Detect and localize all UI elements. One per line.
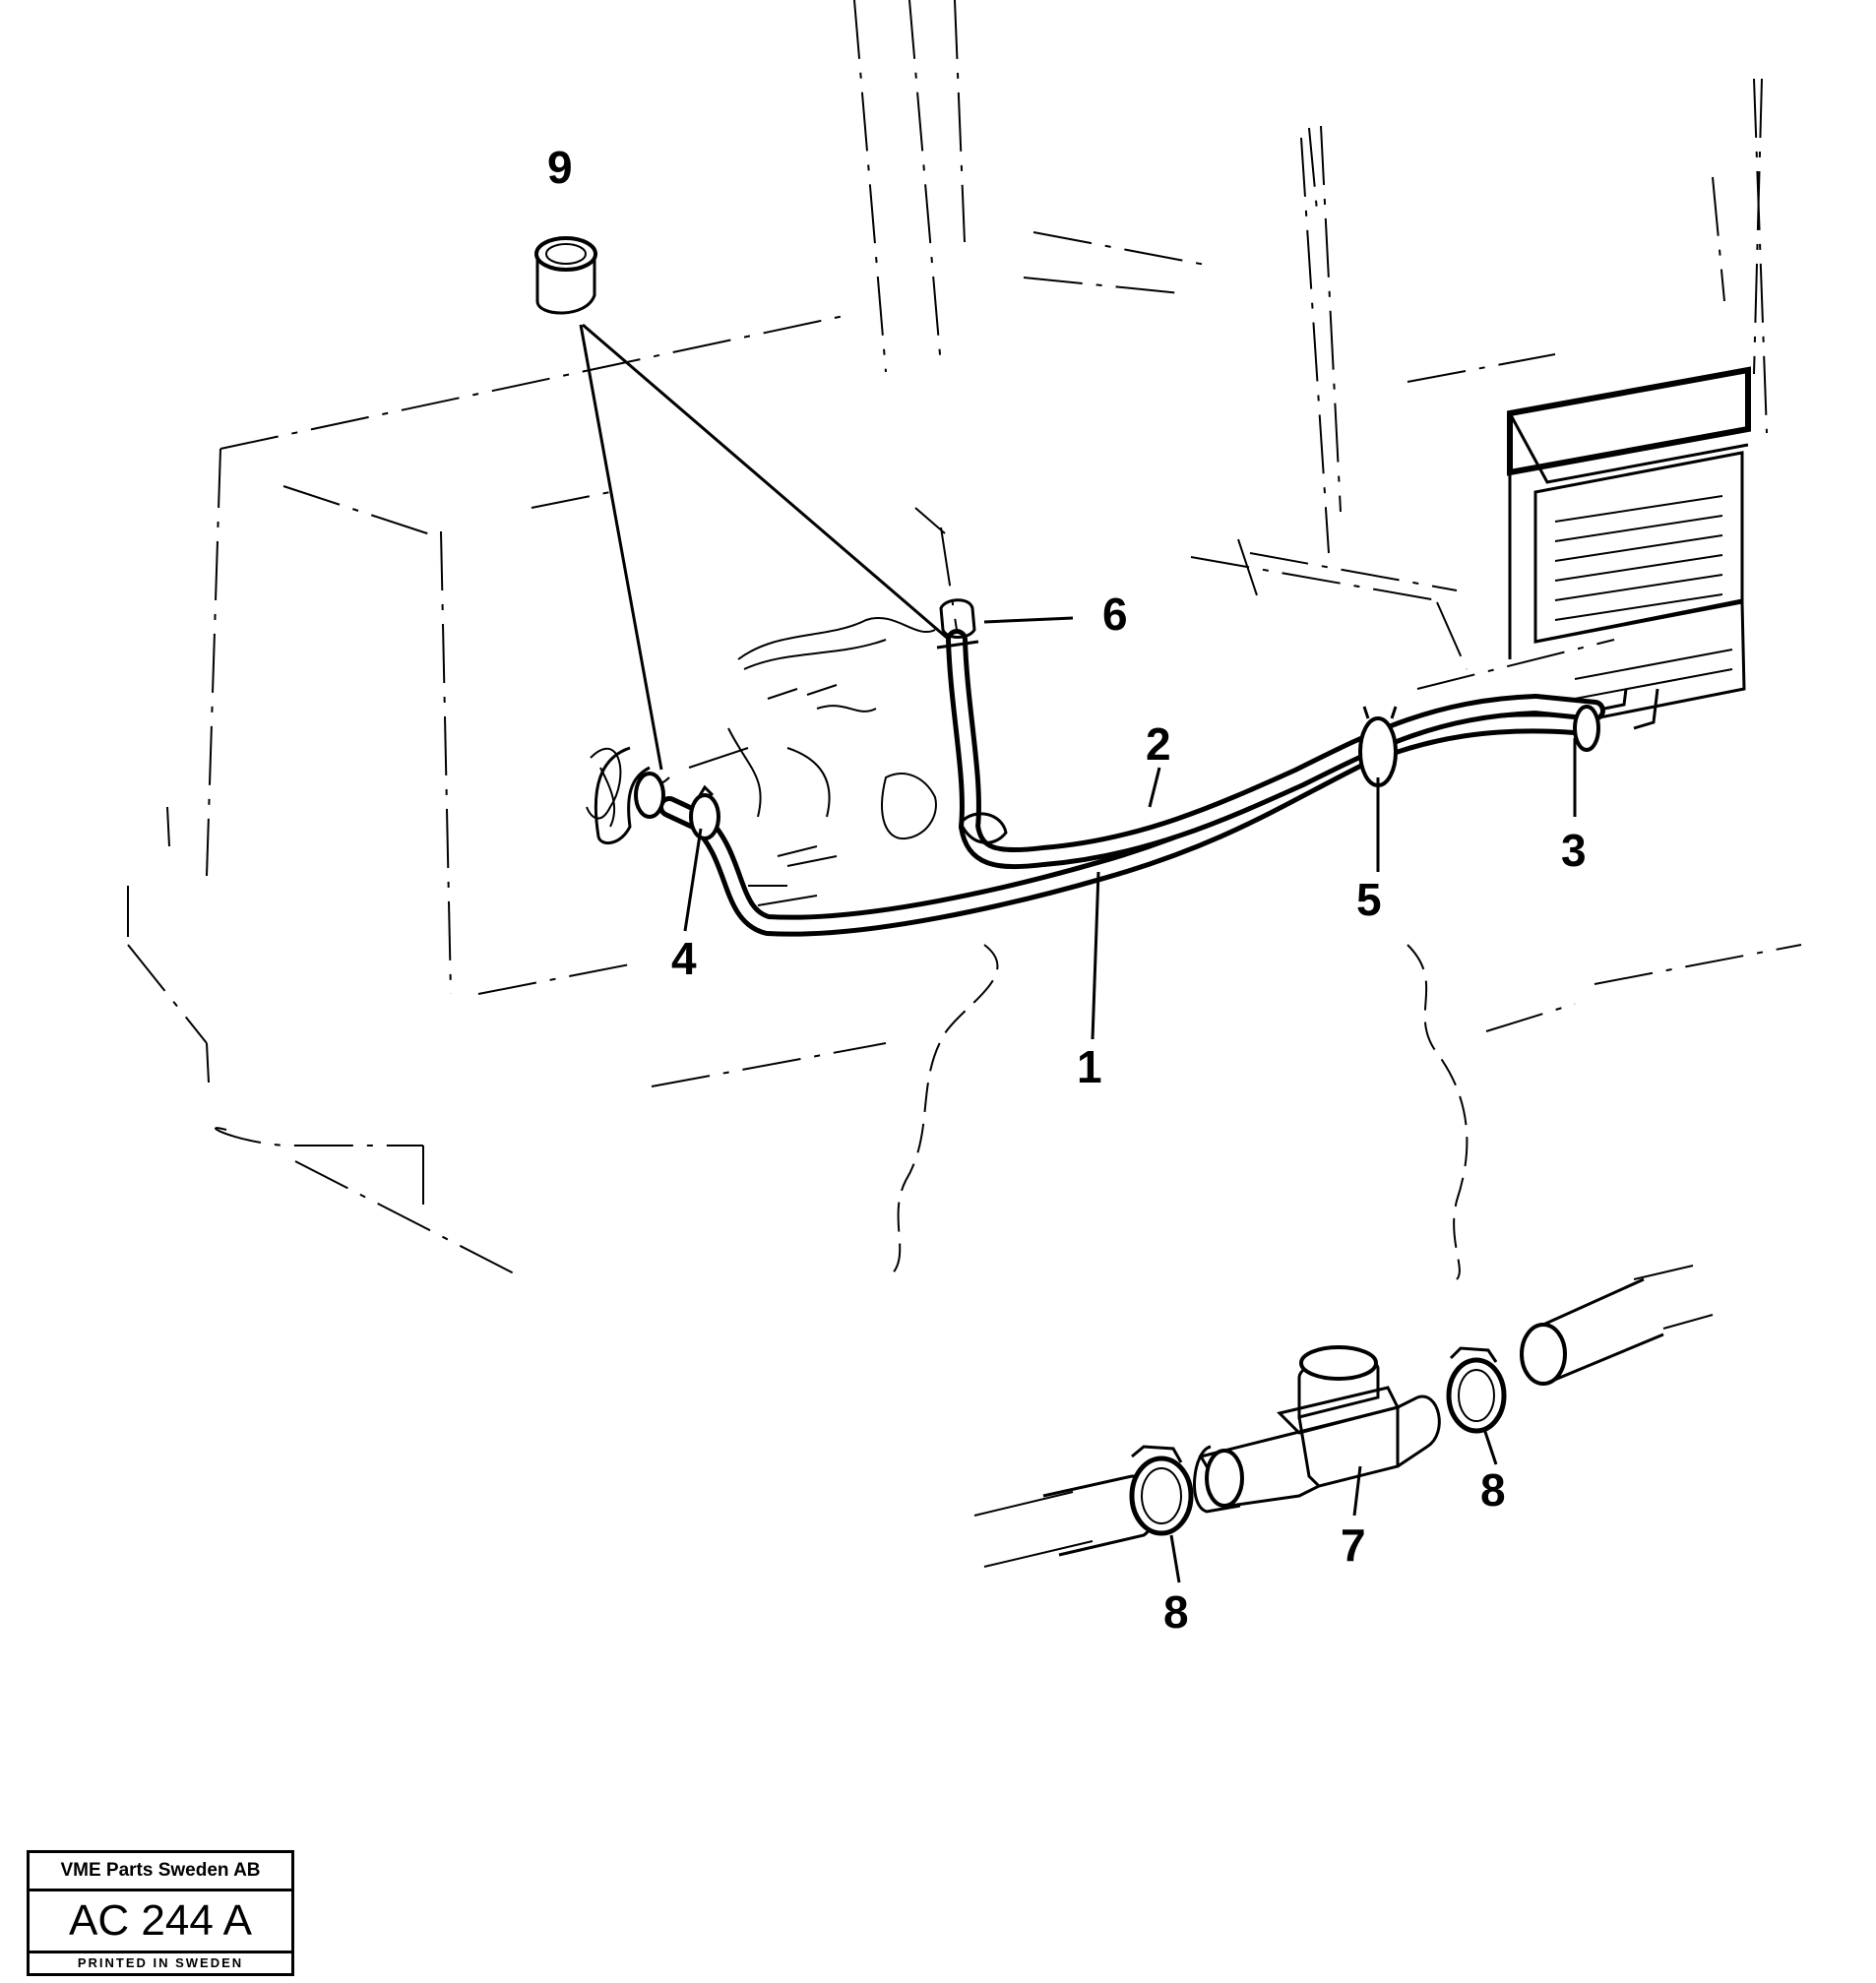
printed-note: PRINTED IN SWEDEN bbox=[77, 1955, 244, 1970]
leader-9a bbox=[579, 324, 663, 771]
hose-1 bbox=[658, 712, 1586, 937]
engine-sketch bbox=[586, 617, 937, 906]
callout-3: 3 bbox=[1561, 825, 1587, 876]
reference-box: VME Parts Sweden AB AC 244 A PRINTED IN … bbox=[27, 1850, 294, 1976]
company-name: VME Parts Sweden AB bbox=[30, 1853, 291, 1891]
fitting-6 bbox=[936, 598, 979, 650]
callout-4: 4 bbox=[671, 933, 697, 984]
clamp-5 bbox=[1358, 706, 1398, 787]
hose-2 bbox=[946, 629, 1605, 870]
machine-outline bbox=[127, 0, 1802, 1280]
clamp-3 bbox=[1573, 688, 1659, 752]
callout-1: 1 bbox=[1077, 1041, 1102, 1092]
callout-8-left: 8 bbox=[1163, 1586, 1189, 1638]
callout-9: 9 bbox=[547, 142, 573, 193]
callout-2: 2 bbox=[1146, 718, 1171, 770]
callout-8-right: 8 bbox=[1480, 1464, 1506, 1516]
clamp-4 bbox=[689, 784, 720, 840]
clamp-mid-2 bbox=[959, 812, 1008, 844]
leaders bbox=[683, 616, 1577, 1583]
callout-5: 5 bbox=[1356, 874, 1382, 925]
diagram-code: AC 244 A bbox=[30, 1891, 291, 1953]
sleeve-9 bbox=[534, 236, 597, 315]
callout-6: 6 bbox=[1102, 589, 1128, 640]
valve-assembly bbox=[973, 1265, 1714, 1568]
clamp-near-4 bbox=[634, 772, 665, 819]
callout-7: 7 bbox=[1341, 1519, 1366, 1571]
pipe-stub-left bbox=[594, 746, 651, 845]
leader-9b bbox=[582, 323, 948, 640]
heater-unit bbox=[1507, 366, 1751, 730]
